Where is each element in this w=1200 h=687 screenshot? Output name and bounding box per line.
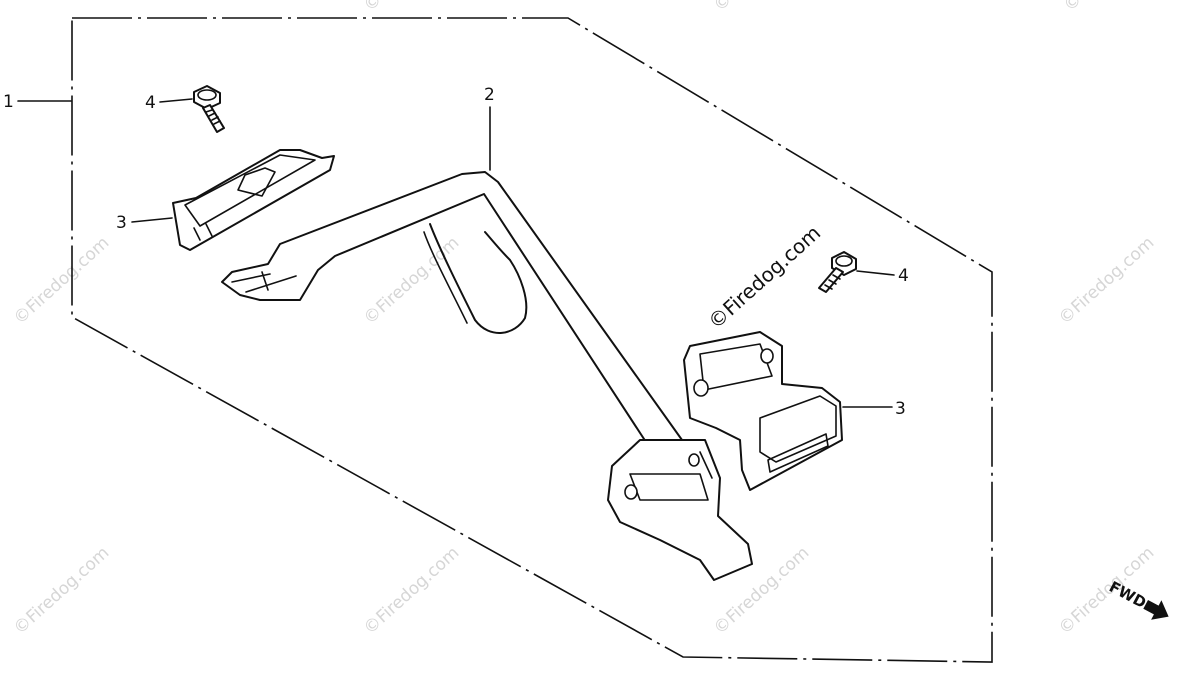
leader-line: [131, 217, 173, 223]
watermark: ©Firedog.com: [360, 543, 463, 639]
copyright-label: ©Firedog.com: [703, 221, 825, 334]
watermark: ©Firedog.com: [10, 233, 113, 329]
watermark: ©Firedog.com: [10, 543, 113, 639]
bracket-main: [221, 171, 753, 581]
clamp-right: [683, 331, 843, 491]
arrow-right-icon: [1143, 599, 1169, 620]
watermark: ©Firedog.com: [360, 0, 463, 16]
callout-label-3-right: 3: [895, 399, 906, 419]
watermark: ©Firedog.com: [360, 233, 463, 329]
leader-line: [856, 270, 895, 276]
assembly-boundary: [71, 17, 993, 663]
callout-label-4-left: 4: [145, 93, 156, 113]
callout-2: 2: [484, 85, 495, 171]
forward-indicator: FWD: [1106, 578, 1169, 620]
clamp-left: [172, 149, 335, 251]
callout-label-1: 1: [3, 92, 14, 112]
bolt-right: [818, 251, 857, 293]
bolt-left: [193, 85, 225, 133]
callout-label-3-left: 3: [116, 213, 127, 233]
watermark: ©Firedog.com: [1055, 233, 1158, 329]
callout-1: 1: [3, 92, 72, 112]
leader-line: [159, 98, 193, 103]
callout-label-4-right: 4: [898, 266, 909, 286]
watermark: ©Firedog.com: [710, 0, 813, 16]
watermark: ©Firedog.com: [1060, 0, 1163, 16]
callout-label-2: 2: [484, 85, 495, 105]
